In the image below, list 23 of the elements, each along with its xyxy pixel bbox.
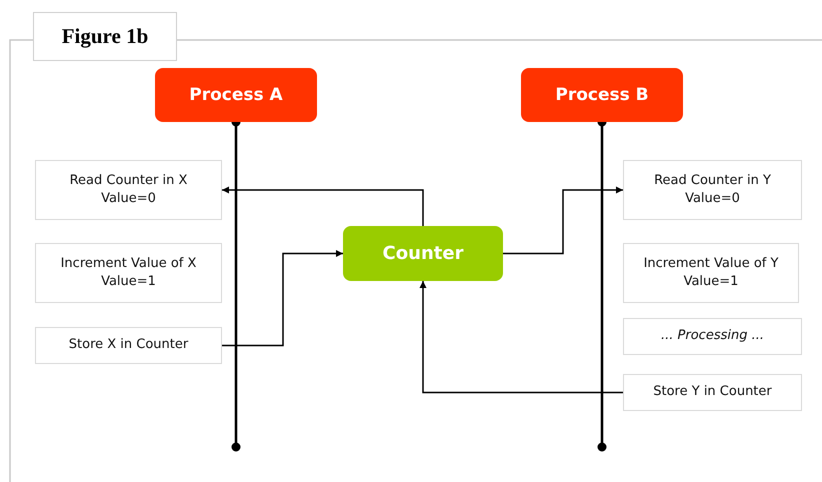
step-box (35, 160, 222, 220)
figure-title: Figure 1b (33, 12, 177, 61)
step-box (623, 243, 799, 303)
step-text: Increment Value of Y (644, 254, 778, 273)
process-box: Process A (155, 68, 317, 122)
step-box: Store X in Counter (35, 327, 222, 364)
step-text: Read Counter in Y (654, 172, 771, 190)
step-text: Value=1 (101, 273, 156, 291)
step-box (35, 243, 222, 303)
step-text: Value=0 (685, 190, 740, 208)
step-text: Value=0 (101, 190, 156, 208)
step-text: Value=1 (684, 273, 738, 291)
arrow (420, 281, 623, 394)
arrow (503, 186, 623, 254)
step-box: ... Processing ... (623, 318, 802, 355)
step-text: Increment Value of X (60, 254, 196, 273)
step-box: Store Y in Counter (623, 374, 802, 411)
arrow (222, 186, 424, 226)
step-box (623, 160, 802, 220)
arrow (222, 250, 343, 346)
step-text: Read Counter in X (70, 172, 188, 190)
process-box: Process B (521, 68, 683, 122)
counter-box: Counter (343, 226, 503, 281)
